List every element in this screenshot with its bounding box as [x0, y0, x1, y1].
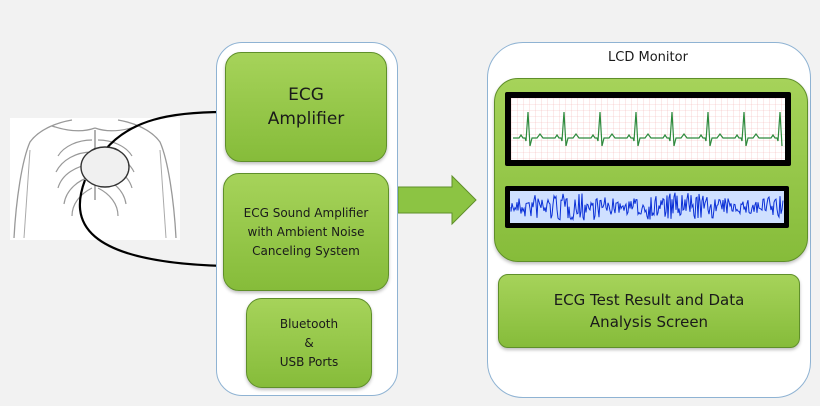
sound-amplifier-label: ECG Sound Amplifier with Ambient Noise C…: [243, 205, 369, 258]
ports-label: Bluetooth & USB Ports: [279, 316, 339, 369]
sensor-pad: [80, 146, 130, 188]
sound-wave-screen: [505, 186, 789, 228]
ports-box: Bluetooth & USB Ports: [246, 298, 372, 388]
sound-waveform: [510, 192, 784, 222]
ecg-waveform: [513, 111, 783, 147]
lcd-monitor-title: LCD Monitor: [608, 50, 688, 65]
wire-to-ecg-amplifier: [104, 107, 226, 151]
sound-amplifier-box: ECG Sound Amplifier with Ambient Noise C…: [223, 173, 389, 291]
wire-to-sound-amplifier: [78, 179, 226, 271]
ecg-trace-screen: [505, 92, 791, 166]
result-screen-box: ECG Test Result and Data Analysis Screen: [498, 274, 800, 348]
ecg-amplifier-box: ECG Amplifier: [225, 52, 387, 162]
result-screen-label: ECG Test Result and Data Analysis Screen: [553, 291, 745, 331]
ecg-amplifier-label: ECG Amplifier: [267, 85, 345, 129]
sound-wave-display: [510, 191, 784, 223]
ecg-trace-display: [511, 98, 785, 160]
flow-arrow: [397, 174, 477, 226]
